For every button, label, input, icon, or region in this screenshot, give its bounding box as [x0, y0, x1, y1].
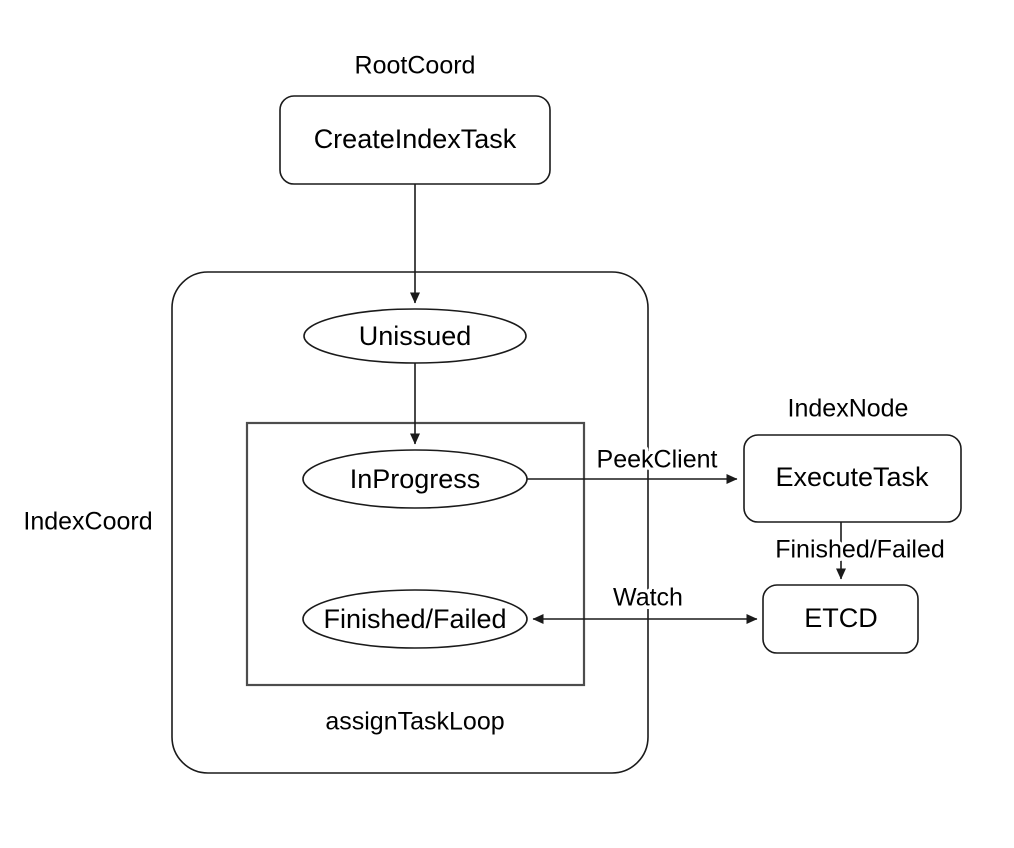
finished-failed-state-shape[interactable]	[302, 589, 528, 649]
unissued-label: Unissued	[359, 321, 472, 351]
node-execute-task[interactable]: ExecuteTask	[743, 434, 962, 523]
group-indexcoord-container	[171, 271, 649, 774]
create-index-task-shape[interactable]	[279, 95, 551, 185]
group-label-indexcoord: IndexCoord	[23, 508, 152, 536]
edge-label-peekclient-halo: PeekClient	[597, 446, 718, 474]
etcd-label: ETCD	[804, 603, 878, 633]
in-progress-shape[interactable]	[302, 449, 528, 509]
edge-label-finished-failed: Finished/Failed	[775, 536, 945, 564]
finished-failed-state-label: Finished/Failed	[323, 604, 506, 634]
node-unissued[interactable]: Unissued	[303, 308, 527, 364]
execute-task-shape[interactable]	[743, 434, 962, 523]
group-label-rootcoord: RootCoord	[355, 52, 476, 80]
unissued-shape[interactable]	[303, 308, 527, 364]
node-in-progress[interactable]: InProgress	[302, 449, 528, 509]
group-label-assigntaskloop: assignTaskLoop	[325, 708, 504, 736]
edge-label-watch: Watch	[613, 584, 683, 612]
edge-label-finished-failed-halo: Finished/Failed	[775, 536, 945, 564]
edge-label-peekclient: PeekClient	[597, 446, 718, 474]
node-finished-failed-state[interactable]: Finished/Failed	[302, 589, 528, 649]
node-etcd[interactable]: ETCD	[762, 584, 919, 654]
node-create-index-task[interactable]: CreateIndexTask	[279, 95, 551, 185]
group-label-indexnode: IndexNode	[788, 395, 909, 423]
etcd-shape[interactable]	[762, 584, 919, 654]
edge-label-watch-halo: Watch	[613, 584, 683, 612]
execute-task-label: ExecuteTask	[775, 462, 929, 492]
create-index-task-label: CreateIndexTask	[314, 124, 517, 154]
in-progress-label: InProgress	[350, 464, 481, 494]
